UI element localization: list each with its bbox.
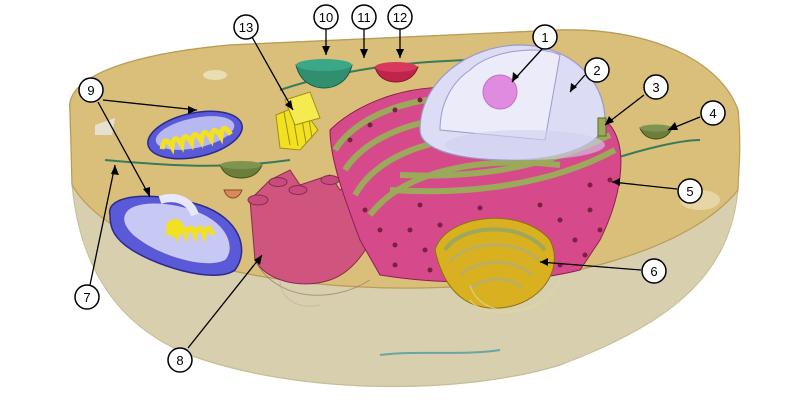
lysosome-small — [223, 189, 243, 199]
mitochondrion-bottom — [109, 194, 243, 276]
svg-text:4: 4 — [709, 106, 716, 121]
callout-10: 10 — [313, 4, 339, 30]
svg-text:11: 11 — [357, 10, 371, 25]
leader-arrowheads — [111, 46, 678, 266]
svg-text:8: 8 — [176, 353, 183, 368]
callout-12: 12 — [387, 4, 413, 30]
callout-3: 3 — [643, 74, 669, 100]
svg-text:5: 5 — [686, 184, 693, 199]
nucleolus — [482, 74, 518, 110]
mitochondrion-top — [147, 110, 243, 160]
callout-2: 2 — [584, 57, 610, 83]
callout-7: 7 — [74, 284, 100, 310]
svg-text:6: 6 — [650, 264, 657, 279]
callout-9: 9 — [78, 77, 104, 103]
callout-5: 5 — [677, 178, 703, 204]
callout-11: 11 — [351, 4, 377, 30]
callout-1: 1 — [532, 24, 558, 50]
nucleus — [419, 44, 606, 161]
cytoskeleton-line — [104, 159, 291, 167]
centrioles — [275, 91, 321, 151]
callout-6: 6 — [641, 258, 667, 284]
svg-text:3: 3 — [652, 80, 659, 95]
svg-text:7: 7 — [83, 290, 90, 305]
golgi-apparatus — [434, 217, 561, 314]
svg-text:2: 2 — [593, 63, 600, 78]
svg-text:10: 10 — [319, 10, 333, 25]
cytoskeleton-line — [279, 59, 471, 91]
svg-text:1: 1 — [541, 30, 548, 45]
callout-8: 8 — [167, 347, 193, 373]
svg-text:9: 9 — [87, 83, 94, 98]
svg-text:13: 13 — [239, 20, 253, 35]
cytoskeleton-line — [379, 349, 501, 356]
callout-4: 4 — [700, 100, 726, 126]
callout-13: 13 — [233, 14, 259, 40]
svg-text:12: 12 — [393, 10, 407, 25]
vesicle-green — [295, 64, 353, 89]
